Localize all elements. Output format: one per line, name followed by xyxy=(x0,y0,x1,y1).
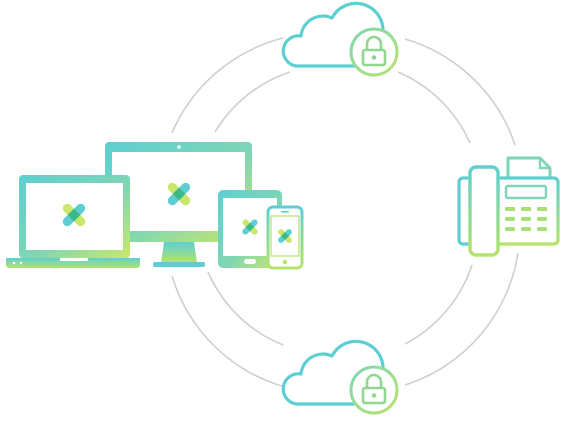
lock-keyhole xyxy=(371,55,377,60)
inner-ring-arc-bottom-left xyxy=(207,271,284,346)
lock-keyhole xyxy=(371,393,377,398)
outer-ring-arc-top-left xyxy=(171,37,284,134)
fax-display xyxy=(504,184,548,200)
x-cross-logo-icon xyxy=(242,219,258,235)
desktop-monitor-icon xyxy=(105,142,252,267)
cloud-lock-icon-bottom xyxy=(281,339,399,415)
outer-ring-arc-bottom-left xyxy=(171,275,286,388)
outer-ring-arc-top-right xyxy=(404,38,516,146)
inner-ring-arc-bottom-right xyxy=(404,264,473,345)
connection-rings xyxy=(171,37,519,388)
inner-ring-arc-top-right xyxy=(397,71,471,144)
fax-machine-icon xyxy=(457,156,560,257)
fax-handset xyxy=(468,165,500,257)
x-cross-logo-icon xyxy=(167,182,191,206)
cloud-lock-icon-top xyxy=(281,1,399,77)
lock-shackle xyxy=(365,373,383,388)
x-cross-logo-icon xyxy=(278,229,292,243)
x-cross-logo-icon xyxy=(62,203,86,227)
laptop-icon xyxy=(6,175,140,268)
fax-keypad xyxy=(505,207,547,231)
lock-shackle xyxy=(365,35,383,50)
outer-ring-arc-bottom-right xyxy=(404,252,519,386)
multi-device-icon xyxy=(6,142,304,270)
smartphone-icon xyxy=(266,205,304,270)
inner-ring-arc-top-left xyxy=(214,71,291,133)
